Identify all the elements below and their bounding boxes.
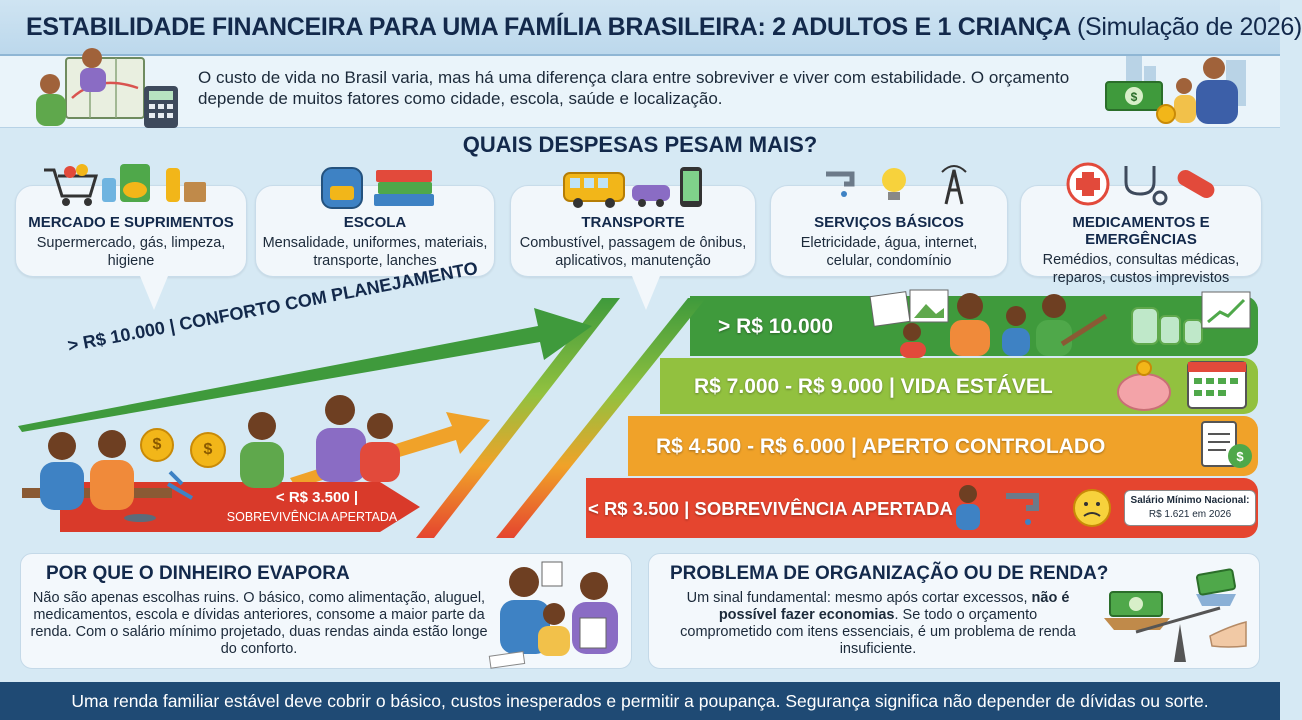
- grocery-cart-icon: [44, 164, 206, 206]
- expense-card-transport: TRANSPORTE Combustível, passagem de ônib…: [510, 185, 756, 277]
- arrow-bottom-label-1: < R$ 3.500 |: [275, 489, 359, 506]
- family-budget-illustration: [22, 395, 400, 522]
- expense-title-medical: MEDICAMENTOS E EMERGÊNCIAS: [1072, 214, 1210, 248]
- coin-icon: $: [140, 428, 174, 462]
- expense-card-medical: MEDICAMENTOS E EMERGÊNCIAS Remédios, con…: [1020, 185, 1262, 286]
- card-tail: [632, 276, 660, 310]
- medical-icon: [1066, 162, 1215, 206]
- expense-title-school: ESCOLA: [343, 214, 407, 231]
- band-label-comfort: > R$ 10.000: [718, 315, 834, 338]
- band-label-survival: < R$ 3.500 | SOBREVIVÊNCIA APERTADA: [588, 498, 953, 519]
- intro-strip: [0, 56, 1280, 128]
- min-wage-value: R$ 1.621 em 2026: [1148, 509, 1232, 520]
- svg-text:$: $: [1236, 449, 1244, 464]
- footer-text: Uma renda familiar estável deve cobrir o…: [71, 691, 1209, 711]
- panel-organization-title: PROBLEMA DE ORGANIZAÇÃO OU DE RENDA?: [670, 563, 1109, 584]
- panel-evaporates-title: POR QUE O DINHEIRO EVAPORA: [46, 563, 350, 584]
- survival-struggle-illustration: [956, 485, 1111, 530]
- band-controlled: [628, 416, 1258, 476]
- savings-piggy-icon: [1117, 360, 1247, 411]
- header-bar: [0, 0, 1280, 56]
- page-title: ESTABILIDADE FINANCEIRA PARA UMA FAMÍLIA…: [26, 13, 1302, 42]
- min-wage-label: Salário Mínimo Nacional:: [1130, 495, 1250, 506]
- panel-organization-text-post: . Se todo o orçamento comprometido com i…: [680, 607, 1076, 657]
- expense-title-transport: TRANSPORTE: [581, 214, 685, 231]
- panel-evaporates-text: Não são apenas escolhas ruins. O básico,…: [30, 590, 488, 657]
- expense-desc-transport: Combustível, passagem de ônibus, aplicat…: [519, 235, 747, 269]
- intro-text: O custo de vida no Brasil varia, mas há …: [198, 68, 1070, 108]
- expense-desc-school: Mensalidade, uniformes, materiais, trans…: [262, 235, 488, 269]
- footer-bar: [0, 682, 1280, 720]
- title-subtitle: (Simulação de 2026): [1076, 13, 1302, 41]
- expense-title-services: SERVIÇOS BÁSICOS: [814, 214, 964, 231]
- coin-icon: $: [190, 432, 226, 468]
- panel-organization-text-bold: não é possível fazer economias: [718, 590, 1070, 623]
- panel-organization-text-pre: Um sinal fundamental: mesmo após cortar …: [686, 590, 1028, 606]
- band-label-stable: R$ 7.000 - R$ 9.000 | VIDA ESTÁVEL: [694, 375, 1053, 398]
- band-label-controlled: R$ 4.500 - R$ 6.000 | APERTO CONTROLADO: [656, 435, 1106, 458]
- transport-bus-icon: [563, 167, 702, 208]
- expense-desc-market: Supermercado, gás, limpeza, higiene: [36, 235, 226, 269]
- worried-family-illustration: [488, 561, 618, 669]
- utilities-icon: [826, 165, 967, 205]
- svg-text:$: $: [1131, 90, 1138, 104]
- income-scale-illustration: [1104, 568, 1247, 662]
- school-backpack-icon: [321, 167, 434, 209]
- expenses-heading: QUAIS DESPESAS PESAM MAIS?: [462, 132, 818, 157]
- budget-checklist-icon: $: [1201, 421, 1252, 468]
- ladder-illustration: [416, 298, 706, 538]
- title-main: ESTABILIDADE FINANCEIRA PARA UMA FAMÍLIA…: [26, 13, 1071, 41]
- expense-desc-services: Eletricidade, água, internet, celular, c…: [800, 235, 978, 269]
- arrow-up-green: [18, 308, 592, 432]
- card-tail: [140, 276, 168, 310]
- arrow-bottom-label-2: SOBREVIVÊNCIA APERTADA: [226, 510, 398, 524]
- family-money-illustration: $: [1105, 56, 1246, 124]
- panel-organization-text: Um sinal fundamental: mesmo após cortar …: [672, 590, 1084, 658]
- expense-card-services: SERVIÇOS BÁSICOS Eletricidade, água, int…: [770, 185, 1008, 277]
- family-map-illustration: [36, 48, 178, 128]
- expense-title-market: MERCADO E SUPRIMENTOS: [28, 214, 234, 231]
- expense-desc-medical: Remédios, consultas médicas, reparos, cu…: [1042, 252, 1240, 286]
- min-wage-box: Salário Mínimo Nacional: R$ 1.621 em 202…: [1124, 490, 1256, 526]
- comfort-family-illustration: [869, 289, 1251, 358]
